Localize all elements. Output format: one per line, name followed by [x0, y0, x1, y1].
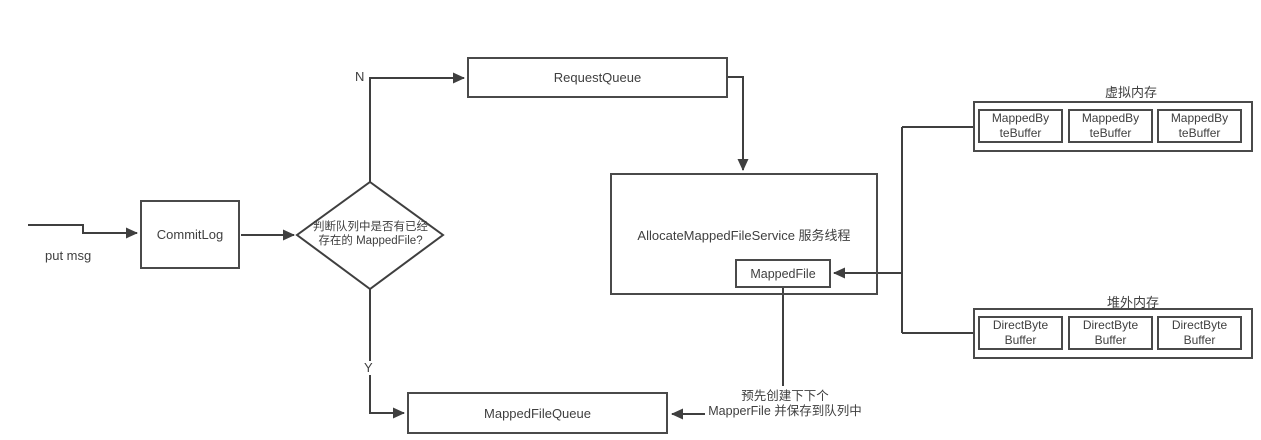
put-msg-label: put msg [45, 248, 92, 263]
branch-n-label: N [354, 69, 366, 84]
decision-diamond-shape [295, 180, 445, 291]
connector-decision-y-mappedfilequeue [369, 289, 405, 419]
request-queue-node: RequestQueue [467, 57, 728, 98]
mapped-file-queue-node: MappedFileQueue [407, 392, 668, 434]
mapped-byte-buffer-label: MappedByteBuffer [1081, 111, 1140, 140]
direct-byte-buffer-label: DirectByteBuffer [1171, 318, 1228, 347]
note-line1: 预先创建下下个 [741, 389, 829, 403]
direct-byte-buffer-node: DirectByteBuffer [978, 316, 1063, 350]
offheap-memory-group [973, 308, 1253, 359]
direct-byte-buffer-label: DirectByteBuffer [992, 318, 1049, 347]
branch-y-label: Y [363, 360, 374, 375]
virtual-memory-title: 虚拟内存 [1104, 85, 1157, 100]
direct-byte-buffer-label: DirectByteBuffer [1082, 318, 1139, 347]
mapped-byte-buffer-label: MappedByteBuffer [1170, 111, 1229, 140]
direct-byte-buffer-node: DirectByteBuffer [1068, 316, 1153, 350]
connector-put-msg [28, 224, 138, 239]
mapped-byte-buffer-node: MappedByteBuffer [1068, 109, 1153, 143]
request-queue-label: RequestQueue [553, 70, 642, 85]
virtual-memory-group [973, 101, 1253, 152]
allocate-service-label: AllocateMappedFileService 服务线程 [637, 227, 851, 243]
commitlog-node: CommitLog [140, 200, 240, 269]
mapped-byte-buffer-label: MappedByteBuffer [991, 111, 1050, 140]
connector-requestqueue-allocate [728, 76, 749, 171]
decision-line2: 存在的 MappedFile? [318, 235, 423, 247]
mapped-file-queue-label: MappedFileQueue [484, 405, 591, 421]
mapped-byte-buffer-node: MappedByteBuffer [978, 109, 1063, 143]
mapped-file-node: MappedFile [735, 259, 831, 288]
connector-decision-n-requestqueue [369, 72, 465, 182]
commitlog-label: CommitLog [156, 227, 224, 242]
decision-node-label: 判断队列中是否有已经 存在的 MappedFile? [298, 220, 443, 248]
note-label: 预先创建下下个 MapperFile 并保存到队列中 [685, 389, 885, 419]
decision-line1: 判断队列中是否有已经 [313, 221, 428, 233]
allocate-service-node: AllocateMappedFileService 服务线程 [610, 173, 878, 295]
direct-byte-buffer-node: DirectByteBuffer [1157, 316, 1242, 350]
mapped-file-label: MappedFile [750, 266, 816, 281]
offheap-memory-title: 堆外内存 [1106, 295, 1159, 310]
mapped-byte-buffer-node: MappedByteBuffer [1157, 109, 1242, 143]
note-line2: MapperFile 并保存到队列中 [708, 404, 862, 418]
